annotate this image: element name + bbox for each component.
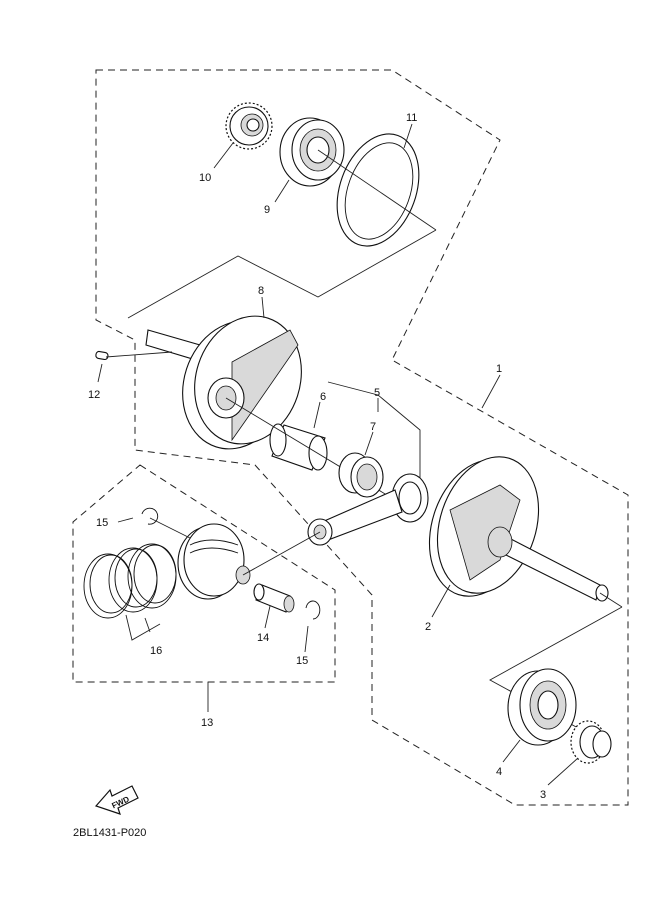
crank-pin-6: [269, 423, 328, 471]
circlip-15-lower: [305, 600, 321, 620]
bearing-4: [507, 668, 577, 746]
callout-15-upper: 15: [96, 517, 108, 529]
leader-12-line: [105, 351, 173, 358]
gear-3: [570, 720, 612, 764]
callout-3: 3: [540, 789, 546, 801]
axis-line-lower: [599, 592, 623, 608]
leader-6: [313, 401, 321, 429]
piston-rings-16: [83, 543, 177, 619]
circlip-15-upper: [141, 507, 159, 525]
leader-10: [213, 142, 234, 169]
callout-12: 12: [88, 389, 100, 401]
leader-4: [502, 739, 521, 763]
leader-14: [264, 605, 271, 629]
leader-3: [547, 757, 579, 786]
axis-line-upper: [317, 149, 437, 231]
diagram-code: 2BL1431-P020: [73, 827, 146, 839]
group-outline-piston: [72, 464, 336, 683]
piston-pin-14: [253, 583, 295, 613]
leader-9: [274, 179, 290, 203]
callout-1: 1: [496, 363, 502, 375]
oil-seal-11: [336, 133, 420, 247]
callout-8: 8: [258, 285, 264, 297]
leader-12: [97, 363, 103, 383]
leader-16-bracket: [125, 614, 161, 641]
axis-bracket-upper: [127, 229, 437, 319]
leader-2: [431, 584, 451, 618]
fwd-arrow-icon: FWD: [94, 785, 139, 815]
leader-15-lower: [304, 625, 309, 653]
callout-2: 2: [425, 621, 431, 633]
bracket-5: [327, 381, 421, 485]
bearing-9: [279, 117, 345, 187]
callout-16: 16: [150, 645, 162, 657]
leader-15-to-piston: [149, 517, 191, 539]
callout-15-lower: 15: [296, 655, 308, 667]
callout-10: 10: [199, 172, 211, 184]
callout-13: 13: [201, 717, 213, 729]
callout-14: 14: [257, 632, 269, 644]
crankshaft-right-2: [428, 456, 609, 602]
leader-8: [261, 296, 265, 319]
piston: [177, 523, 251, 600]
leader-1: [481, 374, 501, 409]
leader-11: [403, 123, 413, 149]
leader-15-upper: [117, 517, 134, 523]
callout-4: 4: [496, 766, 502, 778]
callout-9: 9: [264, 204, 270, 216]
leader-7: [364, 431, 374, 456]
callout-7: 7: [370, 421, 376, 433]
callout-6: 6: [320, 391, 326, 403]
crankshaft-left-8: [145, 315, 302, 450]
callout-11: 11: [406, 112, 417, 124]
connecting-rod-5: [307, 473, 429, 546]
drive-gear-10: [225, 102, 273, 150]
axis-line-piston: [242, 531, 321, 576]
key-12: [95, 350, 109, 361]
leader-16-mid: [144, 617, 151, 633]
needle-bearing-7: [338, 452, 384, 498]
group-outline-crank-upper: [95, 69, 629, 806]
callout-5: 5: [374, 387, 380, 399]
